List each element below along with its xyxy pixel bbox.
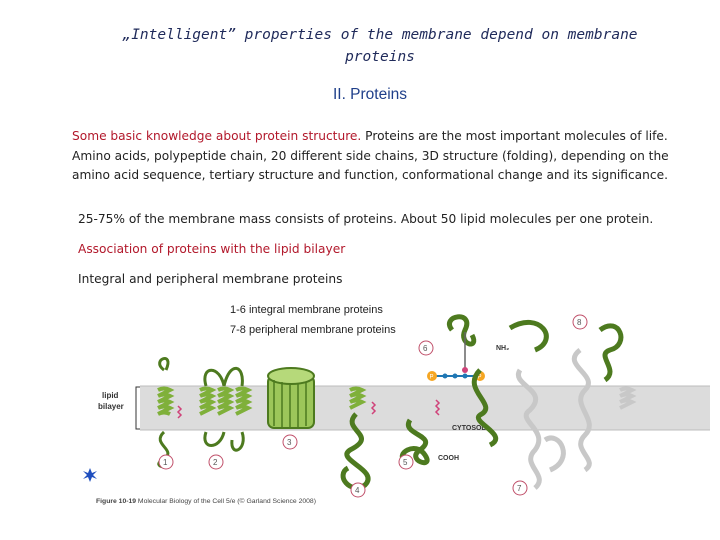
caption-bold: Figure 10-19 [96,498,137,505]
protein-3 [267,367,315,429]
protein-7 [515,368,566,490]
svg-text:5: 5 [403,458,408,467]
types-text: Integral and peripheral membrane protein… [78,272,343,286]
protein-4-anchor [370,401,377,415]
legend-integral: 1-6 integral membrane proteins [230,304,383,316]
svg-text:2: 2 [213,458,218,467]
figure-caption: Figure 10-19 Molecular Biology of the Ce… [96,498,316,505]
number-markers: 1 2 3 4 5 6 7 8 [158,314,588,498]
membrane-protein-figure: lipid bilayer [83,314,710,498]
nh2-label: NH₂ [496,345,509,352]
protein-2 [199,366,253,452]
svg-text:6: 6 [423,344,428,353]
section-subtitle: II. Proteins [332,86,408,103]
caption-rest: Molecular Biology of the Cell 5/e (© Gar… [136,498,316,505]
association-text: Association of proteins with the lipid b… [78,242,346,256]
protein-1-anchor [176,405,183,419]
svg-text:4: 4 [355,486,360,495]
protein-6 [447,314,477,373]
intro-highlight: Some basic knowledge about protein struc… [72,129,362,143]
bilayer-label: bilayer [98,402,124,411]
intro-paragraph: Some basic knowledge about protein struc… [72,127,682,186]
protein-5-anchor [434,399,441,416]
svg-text:1: 1 [163,458,168,467]
svg-text:P: P [430,375,434,381]
bullet-star-icon [83,468,97,482]
mass-text: 25-75% of the membrane mass consists of … [78,212,654,226]
lipid-bilayer-band [140,386,710,430]
cooh-label: COOH [438,455,459,462]
intro-rest: Proteins are the most important molecule… [72,129,669,182]
legend-peripheral: 7-8 peripheral membrane proteins [230,324,396,336]
protein-large-green [471,319,549,448]
svg-text:P: P [478,375,482,381]
bilayer-bracket [135,386,140,430]
lipid-label: lipid [102,391,119,400]
svg-text:7: 7 [517,484,522,493]
protein-8 [571,323,637,473]
svg-text:3: 3 [287,438,292,447]
svg-text:8: 8 [577,318,582,327]
protein-4 [340,386,371,491]
protein-5 [400,418,430,466]
page-title: „Intelligent” properties of the membrane… [122,27,638,65]
protein-1 [157,357,175,469]
cytosol-label: CYTOSOL [452,425,486,432]
